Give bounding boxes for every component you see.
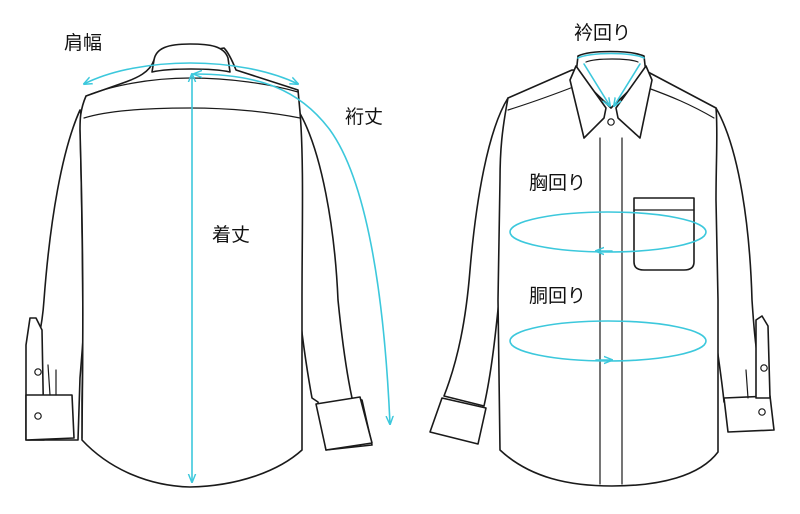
back-collar xyxy=(151,43,231,73)
label-waist: 胴回り xyxy=(529,285,587,307)
neck-arrow xyxy=(583,63,610,106)
front-left-cuff xyxy=(429,397,487,445)
back-left-cuff-band xyxy=(25,394,75,441)
label-shoulder-width: 肩幅 xyxy=(64,32,103,54)
label-body-length: 着丈 xyxy=(212,224,251,246)
label-neck: 衿回り xyxy=(574,22,632,44)
back-side-seam xyxy=(79,129,84,439)
label-sleeve-length: 裄丈 xyxy=(345,106,384,128)
front-pocket xyxy=(633,197,695,271)
neck-loop xyxy=(577,52,645,59)
front-cuff-button-icon xyxy=(758,408,766,416)
measurement-lines xyxy=(84,52,707,483)
back-cuff-placket-line xyxy=(47,364,51,396)
front-right-cuff xyxy=(723,395,775,433)
front-collar-left-point xyxy=(569,65,607,139)
collar-button-icon xyxy=(607,118,615,126)
chest-ellipse xyxy=(509,211,707,253)
front-body xyxy=(497,69,719,487)
shirt-front-view xyxy=(429,50,775,487)
front-right-cuff-tab xyxy=(755,315,771,399)
back-cuff-button-icon xyxy=(34,412,42,420)
front-cuff-button-icon xyxy=(760,364,768,372)
shirt-back-view xyxy=(25,43,373,488)
label-chest: 胸回り xyxy=(529,172,587,194)
sleeve-length-arrow xyxy=(194,74,390,424)
front-yoke-seam xyxy=(647,87,715,119)
front-cuff-placket-line xyxy=(745,369,749,399)
neck-arrow xyxy=(614,63,641,106)
back-cuff-button-icon xyxy=(34,368,42,376)
front-collar-inner xyxy=(585,58,639,63)
